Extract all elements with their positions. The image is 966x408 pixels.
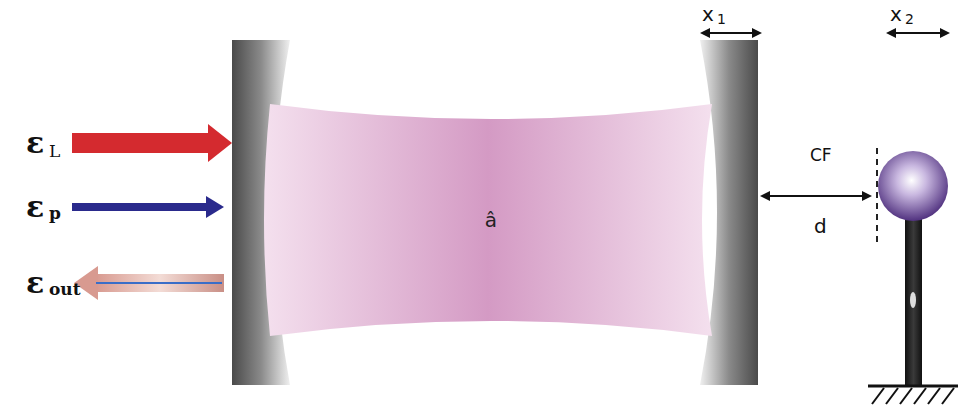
ground-line [868, 385, 958, 388]
x1-arrow [702, 32, 760, 34]
displacement-symbol: x [702, 4, 714, 24]
output-probe-line [96, 282, 222, 284]
field-symbol: ε [26, 192, 44, 222]
distance-label: d [814, 216, 827, 236]
displacement-symbol: x [890, 4, 902, 24]
probe-arrow [72, 203, 212, 211]
field-subscript: out [49, 281, 81, 298]
cavity-mode: â [262, 98, 720, 342]
field-subscript: L [49, 143, 60, 160]
ground-hatch [872, 388, 954, 404]
probe-arrow-head [206, 196, 224, 218]
force-label: CF [810, 147, 832, 164]
stem-highlight [910, 292, 916, 308]
mode-label: â [485, 208, 497, 232]
displacement-index: 1 [717, 12, 726, 26]
x2-arrow [888, 32, 948, 34]
oscillator-stem [905, 214, 922, 386]
distance-arrow [762, 195, 870, 197]
displacement-index: 2 [905, 12, 914, 26]
field-symbol: ε [26, 268, 44, 298]
cf-plane [876, 148, 878, 246]
drive-arrow-head [208, 124, 232, 162]
field-symbol: ε [26, 128, 44, 158]
drive-arrow [72, 133, 212, 153]
oscillator-sphere [878, 151, 948, 221]
field-subscript: p [49, 205, 61, 222]
output-arrow [96, 274, 224, 292]
